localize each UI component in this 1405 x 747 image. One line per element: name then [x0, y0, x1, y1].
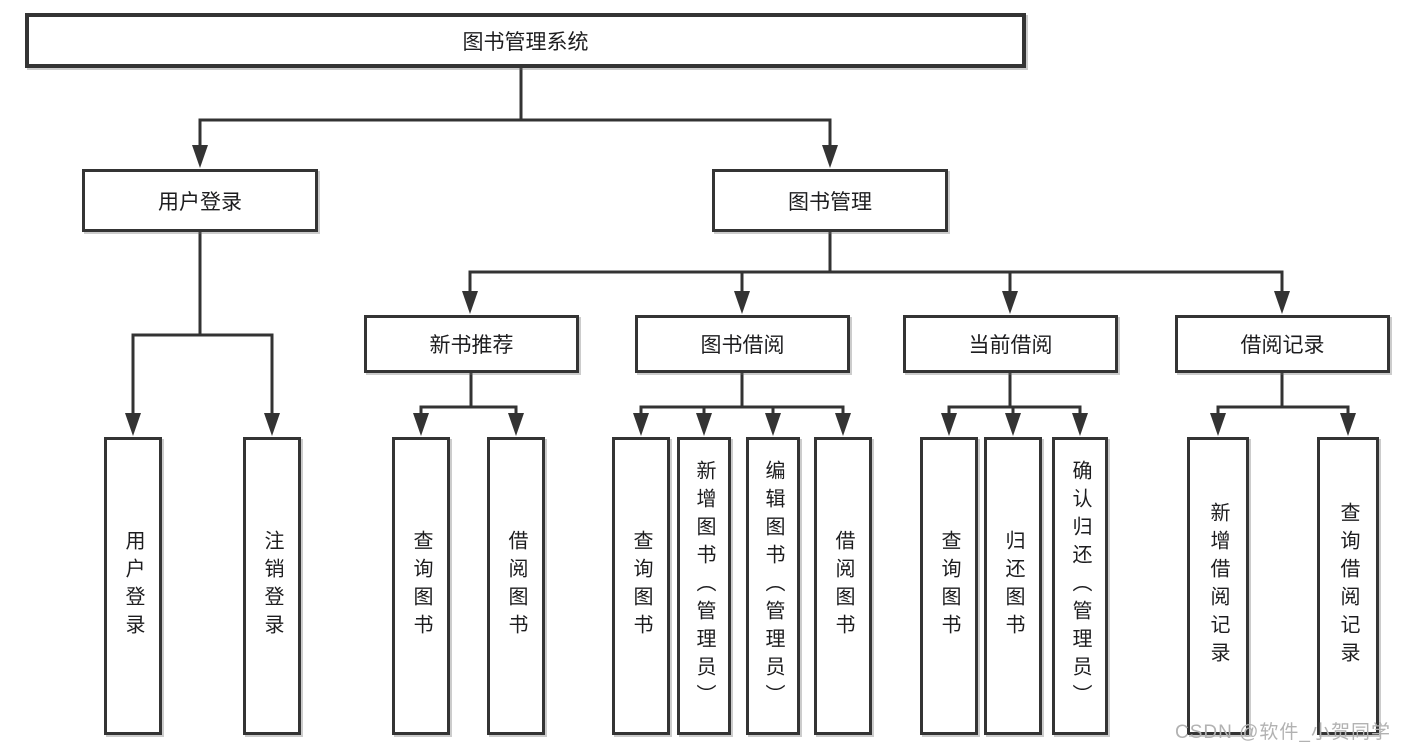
leaf-borrow-books: 借阅图书 — [814, 437, 872, 735]
node-label: 查询借阅记录 — [1337, 502, 1359, 670]
node-user-login-branch: 用户登录 — [82, 169, 318, 232]
node-label: 归还图书 — [1002, 530, 1024, 642]
leaf-add-books-admin: 新增图书（管理员） — [677, 437, 731, 735]
leaf-user-login: 用户登录 — [104, 437, 162, 735]
leaf-return-books: 归还图书 — [984, 437, 1042, 735]
node-label: 查询图书 — [410, 530, 432, 642]
node-book-management: 图书管理 — [712, 169, 948, 232]
node-current-borrowing: 当前借阅 — [903, 315, 1118, 373]
leaf-query-borrow-record: 查询借阅记录 — [1317, 437, 1379, 735]
leaf-logout-login: 注销登录 — [243, 437, 301, 735]
node-borrowing-records: 借阅记录 — [1175, 315, 1390, 373]
node-book-borrowing: 图书借阅 — [635, 315, 850, 373]
node-label: 借阅记录 — [1240, 334, 1325, 357]
leaf-add-borrow-record: 新增借阅记录 — [1187, 437, 1249, 735]
node-label: 查询图书 — [630, 530, 652, 642]
leaf-query-books-current: 查询图书 — [920, 437, 978, 735]
node-label: 注销登录 — [261, 530, 283, 642]
node-new-book-recommend: 新书推荐 — [364, 315, 579, 373]
node-label: 借阅图书 — [505, 530, 527, 642]
node-library-system: 图书管理系统 — [25, 13, 1026, 68]
node-label: 用户登录 — [158, 190, 242, 214]
leaf-query-books-borrow: 查询图书 — [612, 437, 670, 735]
node-label: 图书借阅 — [700, 334, 785, 357]
node-label: 图书管理系统 — [462, 30, 589, 54]
leaf-edit-books-admin: 编辑图书（管理员） — [746, 437, 800, 735]
leaf-confirm-return-admin: 确认归还（管理员） — [1052, 437, 1108, 735]
csdn-watermark: CSDN @软件_小贺同学 — [1175, 722, 1391, 743]
node-label: 确认归还（管理员） — [1069, 460, 1091, 712]
node-label: 新增图书（管理员） — [693, 460, 715, 712]
node-label: 查询图书 — [938, 530, 960, 642]
node-label: 图书管理 — [788, 190, 872, 214]
node-label: 新增借阅记录 — [1207, 502, 1229, 670]
node-label: 新书推荐 — [429, 334, 514, 357]
node-label: 用户登录 — [122, 530, 144, 642]
leaf-query-books-recommend: 查询图书 — [392, 437, 450, 735]
node-label: 编辑图书（管理员） — [762, 460, 784, 712]
node-label: 借阅图书 — [832, 530, 854, 642]
node-label: 当前借阅 — [968, 334, 1053, 357]
leaf-borrow-books-recommend: 借阅图书 — [487, 437, 545, 735]
